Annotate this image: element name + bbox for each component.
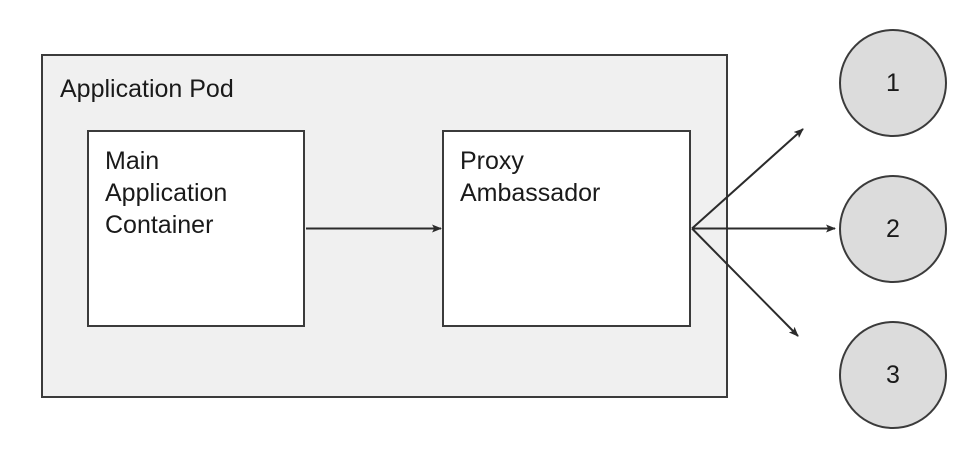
main-application-container-box: Main Application Container — [87, 130, 305, 327]
main-container-line-1: Main — [105, 147, 160, 175]
main-container-line-3: Container — [105, 211, 214, 239]
service-circle-2: 2 — [839, 175, 947, 283]
application-pod-label: Application Pod — [60, 75, 234, 103]
service-circle-1: 1 — [839, 29, 947, 137]
main-container-line-2: Application — [105, 179, 228, 207]
proxy-ambassador-label: Proxy Ambassador — [460, 145, 600, 209]
service-circle-3-label: 3 — [886, 360, 900, 389]
proxy-line-2: Ambassador — [460, 179, 601, 207]
service-circle-2-label: 2 — [886, 214, 900, 243]
main-application-container-label: Main Application Container — [105, 145, 227, 241]
service-circle-1-label: 1 — [886, 68, 900, 97]
proxy-ambassador-box: Proxy Ambassador — [442, 130, 691, 327]
service-circle-3: 3 — [839, 321, 947, 429]
proxy-line-1: Proxy — [460, 147, 524, 175]
